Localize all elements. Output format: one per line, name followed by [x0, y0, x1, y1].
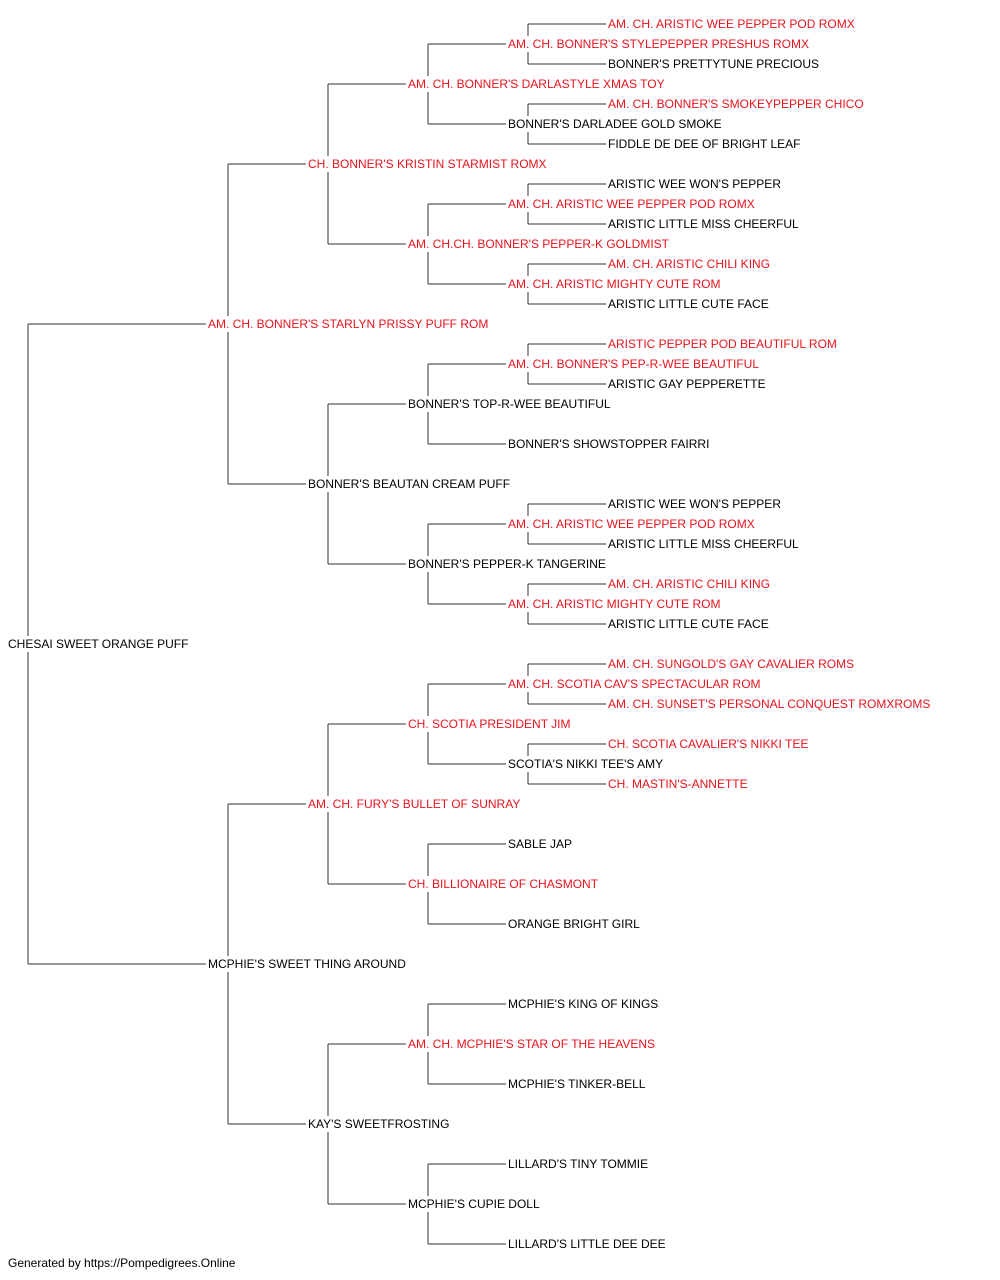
- pedigree-entry: ARISTIC LITTLE CUTE FACE: [608, 617, 769, 631]
- pedigree-entry: BONNER'S BEAUTAN CREAM PUFF: [308, 477, 510, 491]
- pedigree-entry: BONNER'S TOP-R-WEE BEAUTIFUL: [408, 397, 611, 411]
- pedigree-entry: CH. SCOTIA PRESIDENT JIM: [408, 717, 570, 731]
- pedigree-entry: ARISTIC LITTLE MISS CHEERFUL: [608, 537, 799, 551]
- pedigree-entry: MCPHIE'S TINKER-BELL: [508, 1077, 646, 1091]
- pedigree-entry: MCPHIE'S CUPIE DOLL: [408, 1197, 540, 1211]
- pedigree-entry: AM. CH. ARISTIC WEE PEPPER POD ROMX: [508, 517, 755, 531]
- pedigree-entry: CH. SCOTIA CAVALIER'S NIKKI TEE: [608, 737, 808, 751]
- pedigree-entry: CH. BONNER'S KRISTIN STARMIST ROMX: [308, 157, 547, 171]
- pedigree-entry: CH. BILLIONAIRE OF CHASMONT: [408, 877, 599, 891]
- pedigree-entry: ARISTIC LITTLE CUTE FACE: [608, 297, 769, 311]
- pedigree-entry: AM. CH. BONNER'S STARLYN PRISSY PUFF ROM: [208, 317, 488, 331]
- pedigree-entry: ARISTIC GAY PEPPERETTE: [608, 377, 766, 391]
- pedigree-entry: ARISTIC WEE WON'S PEPPER: [608, 497, 781, 511]
- pedigree-entry: AM. CH. ARISTIC MIGHTY CUTE ROM: [508, 277, 720, 291]
- pedigree-entry: BONNER'S DARLADEE GOLD SMOKE: [508, 117, 722, 131]
- pedigree-entry: LILLARD'S TINY TOMMIE: [508, 1157, 648, 1171]
- pedigree-entry: ORANGE BRIGHT GIRL: [508, 917, 640, 931]
- pedigree-entry: ARISTIC PEPPER POD BEAUTIFUL ROM: [608, 337, 837, 351]
- pedigree-entry: AM. CH. ARISTIC CHILI KING: [608, 257, 770, 271]
- pedigree-entry: AM. CH. BONNER'S SMOKEYPEPPER CHICO: [608, 97, 864, 111]
- pedigree-entry: SABLE JAP: [508, 837, 572, 851]
- pedigree-entry: ARISTIC LITTLE MISS CHEERFUL: [608, 217, 799, 231]
- pedigree-entry: AM. CH. SUNSET'S PERSONAL CONQUEST ROMXR…: [608, 697, 930, 711]
- pedigree-entry: FIDDLE DE DEE OF BRIGHT LEAF: [608, 137, 800, 151]
- pedigree-entry: CH. MASTIN'S-ANNETTE: [608, 777, 748, 791]
- footer-credit: Generated by https://Pompedigrees.Online: [8, 1256, 236, 1270]
- pedigree-entry: BONNER'S PRETTYTUNE PRECIOUS: [608, 57, 819, 71]
- pedigree-entry: BONNER'S PEPPER-K TANGERINE: [408, 557, 606, 571]
- pedigree-entry: AM. CH. ARISTIC WEE PEPPER POD ROMX: [508, 197, 755, 211]
- pedigree-entry: AM. CH. FURY'S BULLET OF SUNRAY: [308, 797, 520, 811]
- pedigree-entry: AM. CH. SCOTIA CAV'S SPECTACULAR ROM: [508, 677, 761, 691]
- pedigree-entry: AM. CH. ARISTIC CHILI KING: [608, 577, 770, 591]
- pedigree-entry: BONNER'S SHOWSTOPPER FAIRRI: [508, 437, 709, 451]
- pedigree-entry: AM. CH. BONNER'S DARLASTYLE XMAS TOY: [408, 77, 665, 91]
- pedigree-entry: MCPHIE'S SWEET THING AROUND: [208, 957, 406, 971]
- pedigree-entry: ARISTIC WEE WON'S PEPPER: [608, 177, 781, 191]
- pedigree-entry: AM. CH. MCPHIE'S STAR OF THE HEAVENS: [408, 1037, 655, 1051]
- pedigree-entry: AM. CH. BONNER'S PEP-R-WEE BEAUTIFUL: [508, 357, 759, 371]
- pedigree-entry: AM. CH. ARISTIC WEE PEPPER POD ROMX: [608, 17, 855, 31]
- pedigree-entry: KAY'S SWEETFROSTING: [308, 1117, 449, 1131]
- pedigree-entry: AM. CH. SUNGOLD'S GAY CAVALIER ROMS: [608, 657, 854, 671]
- pedigree-entry: AM. CH. ARISTIC MIGHTY CUTE ROM: [508, 597, 720, 611]
- pedigree-entry: CHESAI SWEET ORANGE PUFF: [8, 637, 188, 651]
- pedigree-entry: LILLARD'S LITTLE DEE DEE: [508, 1237, 666, 1251]
- pedigree-entry: SCOTIA'S NIKKI TEE'S AMY: [508, 757, 663, 771]
- pedigree-entry: AM. CH.CH. BONNER'S PEPPER-K GOLDMIST: [408, 237, 670, 251]
- pedigree-entry: AM. CH. BONNER'S STYLEPEPPER PRESHUS ROM…: [508, 37, 809, 51]
- pedigree-entry: MCPHIE'S KING OF KINGS: [508, 997, 658, 1011]
